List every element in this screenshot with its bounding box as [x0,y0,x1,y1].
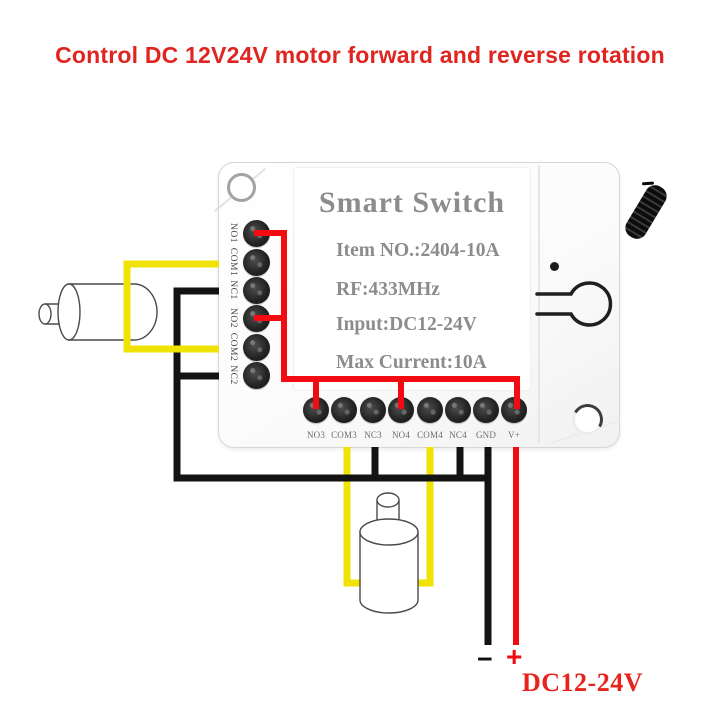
power-voltage-label: DC12-24V [522,668,643,697]
terminal-no4 [388,397,414,423]
terminal-nc3 [360,397,386,423]
terminal-nc2 [243,362,270,389]
motor-bottom [359,492,419,614]
spec-max-current: Max Current:10A [336,352,487,373]
terminal-no1 [243,220,270,247]
spec-input: Input:DC12-24V [336,314,477,335]
device-name: Smart Switch [318,186,506,219]
terminal-nc4 [445,397,471,423]
antenna-icon [621,181,671,243]
terminal-no2 [243,305,270,332]
terminal-vplus [501,397,527,423]
spec-item-no: Item NO.:2404-10A [336,240,500,261]
terminal-no3 [303,397,329,423]
mounting-hole-bottom-right-icon [568,400,607,439]
power-negative-sign: − [477,644,493,674]
terminal-com2 [243,334,270,361]
terminal-gnd [473,397,499,423]
terminal-com4 [417,397,443,423]
wire-yellow-bottom-motor [343,447,434,587]
spec-rf: RF:433MHz [336,279,440,300]
motor-left [38,283,158,341]
case-seam-right [538,165,540,443]
terminal-com1 [243,249,270,276]
terminal-nc1 [243,277,270,304]
device-label-sticker: Smart Switch Item NO.:2404-10A RF:433MHz… [293,167,531,391]
smart-switch-device: Smart Switch Item NO.:2404-10A RF:433MHz… [214,162,671,448]
terminal-label-vplus: V+ [508,430,520,440]
wire-yellow-left-motor [123,260,219,353]
terminal-com3 [331,397,357,423]
led-indicator-icon [550,262,559,271]
terminal-label-nc2: NC2 [228,365,238,385]
power-positive-sign: + [506,641,523,672]
page-title: Control DC 12V24V motor forward and reve… [55,42,665,68]
mounting-hole-top-left-icon [227,173,256,202]
